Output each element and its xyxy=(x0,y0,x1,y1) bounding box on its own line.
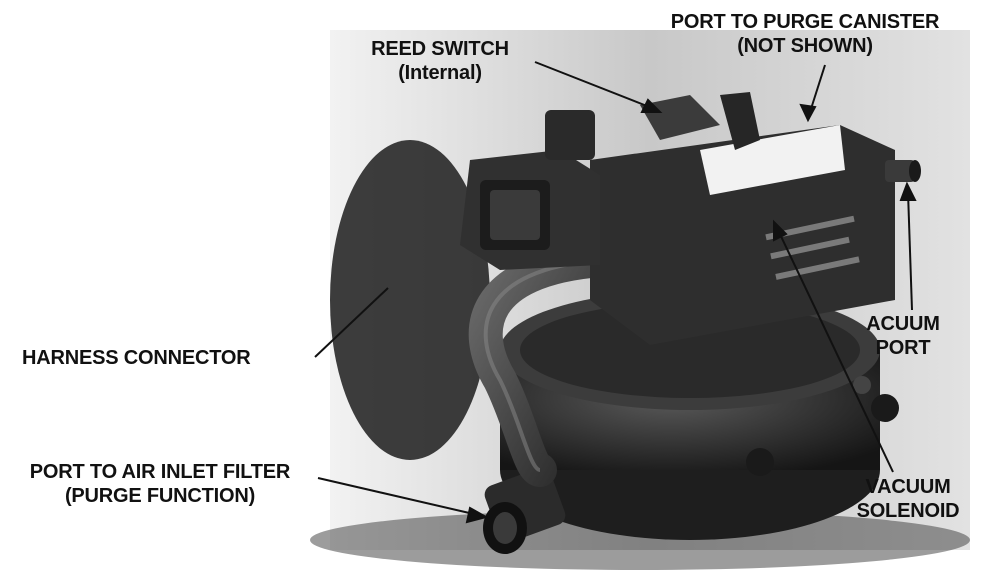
arrowhead-purge-canister xyxy=(799,103,817,123)
connector-pins xyxy=(490,190,540,240)
label-reed-switch: REED SWITCH (Internal) xyxy=(355,37,525,85)
label-air-inlet-line2: (PURGE FUNCTION) xyxy=(64,485,256,507)
leader-air-inlet xyxy=(317,477,479,516)
label-purge-canister-line2: (NOT SHOWN) xyxy=(737,35,873,57)
label-harness-connector-line1: HARNESS CONNECTOR xyxy=(22,347,251,369)
label-purge-canister-line1: PORT TO PURGE CANISTER xyxy=(670,11,940,33)
arrowhead-vacuum-port xyxy=(899,181,917,201)
arrowhead-air-inlet xyxy=(465,506,489,524)
leader-purge-canister xyxy=(809,64,826,113)
arrowhead-reed-switch xyxy=(640,98,663,113)
label-harness-connector: HARNESS CONNECTOR xyxy=(22,346,312,370)
label-air-inlet-line1: PORT TO AIR INLET FILTER xyxy=(29,461,291,483)
label-vacuum-port-line2: PORT xyxy=(875,337,931,359)
shadow-left xyxy=(330,140,490,460)
connector-latch xyxy=(545,110,595,160)
mark-3 xyxy=(775,256,860,280)
solenoid-block xyxy=(590,92,895,345)
arrowhead-vacuum-solenoid xyxy=(773,219,788,242)
hose xyxy=(468,243,617,487)
reed-switch-fin-2 xyxy=(720,92,760,150)
reed-switch-fin xyxy=(640,95,720,140)
leader-harness-connector xyxy=(314,287,389,358)
label-vacuum-solenoid-line1: VACUUM xyxy=(865,476,951,498)
leader-vacuum-solenoid xyxy=(777,229,894,473)
vacuum-port-tip xyxy=(909,160,921,182)
label-reed-switch-line2: (Internal) xyxy=(398,62,482,84)
leader-vacuum-port xyxy=(907,191,913,311)
air-inlet-bore xyxy=(493,512,517,544)
mark-1 xyxy=(765,215,855,241)
leader-lines xyxy=(314,61,917,524)
label-purge-canister: PORT TO PURGE CANISTER (NOT SHOWN) xyxy=(620,10,990,58)
leader-reed-switch xyxy=(534,61,653,109)
vacuum-port-nipple xyxy=(885,160,915,182)
solenoid-housing xyxy=(590,125,895,345)
body-top-inner xyxy=(520,302,860,398)
hose-highlight xyxy=(483,258,601,472)
label-reed-switch-line1: REED SWITCH xyxy=(371,38,509,60)
knob-left xyxy=(746,448,774,476)
vacuum-port xyxy=(885,160,921,182)
knob-small xyxy=(853,376,871,394)
solenoid-label-plate xyxy=(700,125,845,195)
body-knobs xyxy=(746,376,899,476)
label-vacuum-port-line1: ACUUM xyxy=(866,313,940,335)
label-vacuum-solenoid-line2: SOLENOID xyxy=(856,500,960,522)
air-inlet-port xyxy=(483,467,566,554)
label-vacuum-solenoid: VACUUM SOLENOID xyxy=(848,475,968,523)
knob-right xyxy=(871,394,899,422)
lower-body xyxy=(500,290,880,540)
label-vacuum-port: ACUUM PORT xyxy=(838,312,968,360)
harness-connector xyxy=(460,110,600,270)
label-air-inlet: PORT TO AIR INLET FILTER (PURGE FUNCTION… xyxy=(0,460,320,508)
